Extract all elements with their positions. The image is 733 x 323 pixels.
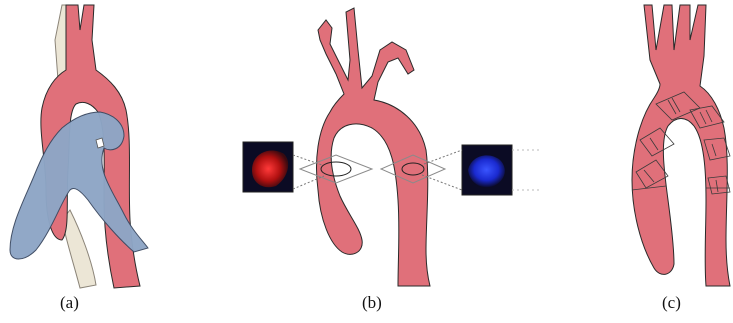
panel-a [10,5,148,288]
panel-c [632,5,730,286]
probe-plane-left [300,155,372,183]
caption-c: (c) [662,293,681,312]
aorta-c [632,5,730,286]
caption-a: (a) [60,293,79,312]
panel-b [243,8,540,286]
aorta-b [317,8,431,286]
caption-b: (b) [362,293,382,312]
